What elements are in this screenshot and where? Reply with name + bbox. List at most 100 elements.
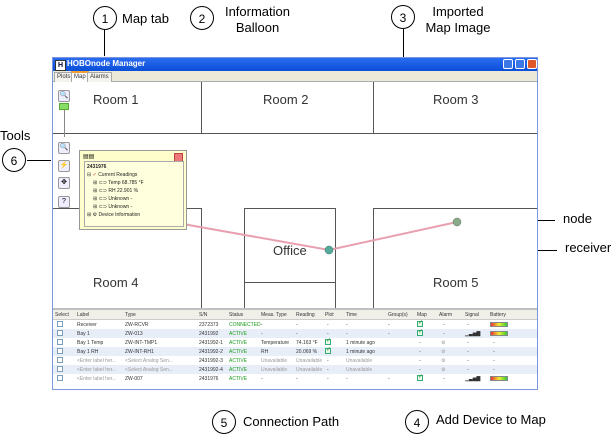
cell-type: <Select Analog Sen...: [125, 367, 173, 373]
cell-time: 1 minute ago: [346, 340, 375, 346]
callout-1-label: Map tab: [122, 11, 169, 26]
select-checkbox[interactable]: [57, 366, 63, 372]
cell-map: -: [419, 340, 421, 346]
table-row[interactable]: <Enter label her...<Select Analog Sen...…: [53, 356, 537, 365]
cell-battery: -: [493, 340, 495, 346]
node-label: node: [563, 211, 592, 226]
cell-meas-type: Temperature: [261, 340, 290, 346]
zoom-in-button[interactable]: 🔍: [58, 90, 70, 102]
callout-6-badge: 6: [2, 148, 26, 172]
col-select[interactable]: Select: [55, 312, 69, 318]
col-time[interactable]: Time: [346, 312, 357, 318]
zoom-slider[interactable]: [64, 104, 65, 137]
cell-label: Receiver: [77, 322, 97, 328]
col-map[interactable]: Map: [417, 312, 427, 318]
col-type[interactable]: Type: [125, 312, 136, 318]
callout-2-badge: 2: [190, 6, 214, 30]
cell-sn: 2431992-1: [199, 340, 223, 346]
tree-item-temp[interactable]: ⊞ ⊂⊃ Temp 68.785 °F: [93, 180, 144, 186]
col-plot[interactable]: Plot: [325, 312, 334, 318]
balloon-view-icon[interactable]: ▤▤: [83, 154, 95, 160]
map-canvas[interactable]: Room 1 Room 2 Room 3 Room 4 Office Room …: [53, 82, 537, 308]
tree-item-current-readings[interactable]: ⊟ ✓ Current Readings: [87, 172, 138, 178]
cell-type: ZW-013: [125, 331, 143, 337]
cell-plot: -: [327, 367, 329, 373]
room-label: Office: [273, 243, 307, 258]
col-status[interactable]: Status: [229, 312, 244, 318]
callout-3-badge: 3: [391, 5, 415, 29]
select-checkbox[interactable]: [57, 330, 63, 336]
tree-item-unknown[interactable]: ⊞ ⊂⊃ Unknown -: [93, 204, 133, 210]
callout-2-label: Information Balloon: [224, 4, 291, 35]
add-to-map-checkbox[interactable]: [417, 319, 423, 327]
col-alarm[interactable]: Alarm: [439, 312, 453, 318]
cell-battery: -: [493, 349, 495, 355]
tree-item-unknown[interactable]: ⊞ ⊂⊃ Unknown -: [93, 196, 133, 202]
select-checkbox[interactable]: [57, 348, 63, 354]
col-sn[interactable]: S/N: [199, 312, 208, 318]
cell-meas-type: -: [261, 376, 263, 382]
col-groups[interactable]: Group(s): [388, 312, 408, 318]
cell-plot: -: [327, 358, 329, 364]
zoom-slider-handle[interactable]: [59, 103, 69, 110]
close-button[interactable]: [527, 59, 537, 69]
col-battery[interactable]: Battery: [490, 312, 506, 318]
pan-tool-button[interactable]: ✥: [58, 177, 70, 189]
cell-meas-type: RH: [261, 349, 269, 355]
cell-meas-type: Unavailable: [261, 367, 288, 373]
devices-table: Select Label Type S/N Status Meas. Type …: [53, 308, 537, 389]
select-checkbox[interactable]: [57, 357, 63, 363]
tab-alarms[interactable]: Alarms: [87, 72, 112, 82]
add-to-map-checkbox[interactable]: [417, 373, 423, 381]
table-row[interactable]: <Enter label her...<Select Analog Sen...…: [53, 365, 537, 374]
node-icon: [452, 217, 462, 227]
cell-battery: -: [493, 367, 495, 373]
cell-plot: -: [327, 331, 329, 337]
cell-sn: 2431976: [199, 376, 219, 382]
col-signal[interactable]: Signal: [465, 312, 479, 318]
col-label[interactable]: Label: [77, 312, 90, 318]
cell-time: Unavailable: [346, 367, 373, 373]
battery-icon: [490, 331, 508, 336]
wall: [373, 82, 374, 133]
zoom-out-button[interactable]: 🔍: [58, 142, 70, 154]
alarm-icon: ⚙: [441, 349, 446, 355]
select-checkbox[interactable]: [57, 321, 63, 327]
cell-status: ACTIVE: [229, 331, 248, 337]
tree-item-rh[interactable]: ⊞ ⊂⊃ RH 22.901 %: [93, 188, 139, 194]
select-checkbox[interactable]: [57, 375, 63, 381]
information-balloon: ▤▤ 2431976 ⊟ ✓ Current Readings ⊞ ⊂⊃ Tem…: [79, 150, 187, 230]
select-tool-button[interactable]: ⚡: [58, 160, 70, 172]
cell-type: ZW-INT-RH1: [125, 349, 154, 355]
maximize-button[interactable]: [515, 59, 525, 69]
cell-sn: 2372373: [199, 322, 219, 328]
wall: [244, 208, 245, 308]
connection-path-line: [182, 221, 458, 252]
col-meas-type[interactable]: Meas. Type: [261, 312, 287, 318]
plot-checkbox[interactable]: [325, 337, 331, 345]
cell-label: Bay 1: [77, 331, 90, 337]
cell-map: -: [419, 349, 421, 355]
cell-map: -: [419, 367, 421, 373]
wall: [373, 208, 374, 308]
cell-type: ZW-INT-TMP1: [125, 340, 158, 346]
help-button[interactable]: ?: [58, 196, 70, 208]
plot-checkbox[interactable]: [325, 346, 331, 354]
col-reading[interactable]: Reading: [296, 312, 315, 318]
balloon-tree: 2431976 ⊟ ✓ Current Readings ⊞ ⊂⊃ Temp 6…: [84, 161, 184, 227]
cell-groups: -: [388, 331, 390, 337]
select-checkbox[interactable]: [57, 339, 63, 345]
window-title: HOBOnode Manager: [67, 59, 146, 68]
cell-sn: 2431992-3: [199, 358, 223, 364]
room-label: Room 1: [93, 92, 139, 107]
room-label: Room 3: [433, 92, 479, 107]
minimize-button[interactable]: [503, 59, 513, 69]
tree-item-device-information[interactable]: ⊞ ⚙ Device Information: [87, 212, 141, 218]
add-to-map-checkbox[interactable]: [417, 328, 423, 336]
callout-3-label: Imported Map Image: [425, 4, 491, 35]
